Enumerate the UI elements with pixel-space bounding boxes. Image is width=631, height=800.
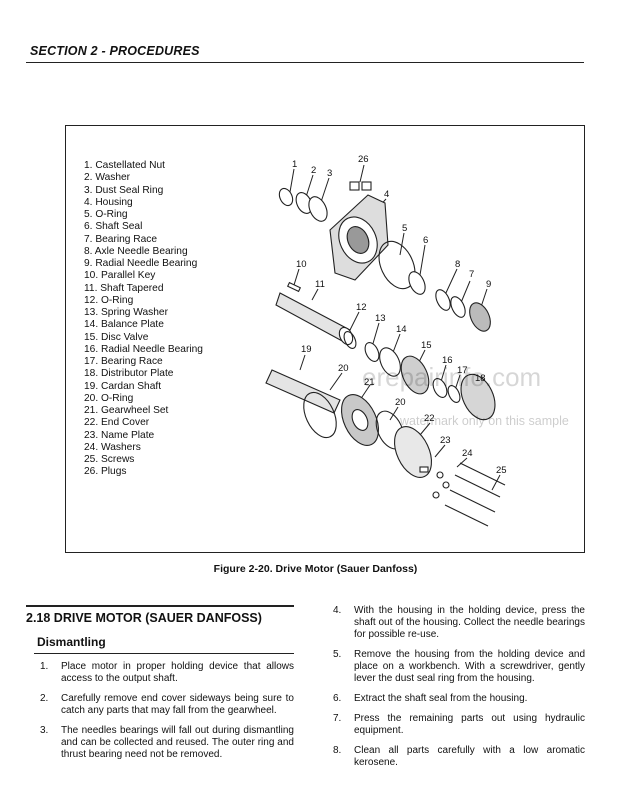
subsection-heading: Dismantling (37, 635, 106, 649)
step-text: Clean all parts carefully with a low aro… (354, 745, 585, 768)
callout-label: 6 (423, 235, 428, 246)
step-number: 2. (40, 693, 49, 704)
parts-list-item: 9. Radial Needle Bearing (84, 258, 198, 269)
exploded-view-drawing: 1 2 3 26 4 5 6 8 7 9 10 11 12 13 14 15 1… (265, 154, 507, 527)
callout-label: 9 (486, 279, 491, 290)
parts-list-item: 1. Castellated Nut (84, 160, 165, 171)
parts-list-item: 17. Bearing Race (84, 356, 163, 367)
callout-label: 12 (356, 302, 367, 313)
step-number: 7. (333, 713, 342, 724)
callout-label: 22 (424, 413, 435, 424)
parts-list-item: 23. Name Plate (84, 429, 155, 441)
callout-label: 14 (396, 324, 407, 335)
parts-list-item: 3. Dust Seal Ring (84, 184, 164, 196)
parts-list-item: 20. O-Ring (84, 392, 134, 404)
procedure-step: 7. Press the remaining parts out using hy… (333, 713, 585, 737)
step-number: 3. (40, 725, 49, 736)
parts-list: 1. Castellated Nut 2. Washer 3. Dust Sea… (84, 160, 203, 479)
procedure-step: 2. Carefully remove end cover sideways be… (40, 693, 294, 717)
callout-label: 8 (455, 259, 460, 270)
procedure-step: 6. Extract the shaft seal from the housin… (333, 693, 585, 705)
parts-list-item: 10. Parallel Key (84, 270, 156, 282)
procedure-step: 3. The needles bearings will fall out dur… (40, 725, 294, 761)
step-number: 8. (333, 745, 342, 756)
figure-frame (65, 125, 585, 553)
section-header: SECTION 2 - PROCEDURES (30, 44, 200, 58)
procedure-step: 1. Place motor in proper holding device t… (40, 661, 294, 685)
parts-list-item: 12. O-Ring (84, 294, 134, 306)
callout-label: 25 (496, 465, 507, 476)
callout-label: 1 (292, 159, 297, 170)
callout-label: 10 (296, 259, 307, 270)
section-heading: 2.18 DRIVE MOTOR (SAUER DANFOSS) (26, 611, 262, 625)
callout-label: 20 (338, 363, 349, 374)
callout-label: 13 (375, 313, 386, 324)
parts-list-item: 8. Axle Needle Bearing (84, 245, 188, 257)
parts-list-item: 26. Plugs (84, 466, 127, 478)
step-text: The needles bearings will fall out durin… (61, 725, 294, 760)
callout-label: 19 (301, 344, 312, 355)
procedure-steps-left: 1. Place motor in proper holding device t… (40, 661, 294, 769)
callout-label: 23 (440, 435, 451, 446)
section-header-rule (26, 62, 584, 63)
parts-list-item: 5. O-Ring (84, 209, 128, 220)
step-number: 6. (333, 693, 342, 704)
step-number: 4. (333, 605, 342, 616)
step-text: Extract the shaft seal from the housing. (354, 693, 528, 704)
callout-label: 18 (475, 373, 486, 384)
parts-list-item: 18. Distributor Plate (84, 368, 174, 380)
callout-label: 2 (311, 165, 316, 176)
callout-label: 11 (315, 279, 325, 290)
section-heading-rule (26, 605, 294, 607)
parts-list-item: 21. Gearwheel Set (84, 405, 169, 416)
procedure-step: 8. Clean all parts carefully with a low a… (333, 745, 585, 769)
parts-list-item: 24. Washers (84, 441, 141, 453)
parts-list-item: 25. Screws (84, 454, 135, 465)
callout-label: 16 (442, 355, 453, 366)
parts-list-item: 15. Disc Valve (84, 331, 149, 343)
procedure-step: 5. Remove the housing from the holding de… (333, 649, 585, 685)
callout-label: 21 (364, 377, 375, 388)
callout-label: 4 (384, 189, 389, 200)
step-number: 5. (333, 649, 342, 660)
step-text: Press the remaining parts out using hydr… (354, 713, 585, 736)
parts-list-item: 4. Housing (84, 196, 133, 208)
step-number: 1. (40, 661, 49, 672)
step-text: Remove the housing from the holding devi… (354, 649, 585, 684)
callout-label: 15 (421, 340, 432, 351)
callout-label: 7 (469, 269, 474, 280)
subsection-heading-rule (34, 653, 294, 654)
callout-label: 5 (402, 223, 407, 234)
step-text: Place motor in proper holding device tha… (61, 661, 294, 684)
callout-label: 17 (457, 365, 468, 376)
parts-list-item: 13. Spring Washer (84, 307, 168, 318)
callout-label: 26 (358, 154, 369, 165)
callout-label: 24 (462, 448, 473, 459)
parts-list-item: 16. Radial Needle Bearing (84, 343, 203, 355)
step-text: With the housing in the holding device, … (354, 605, 585, 640)
parts-list-item: 6. Shaft Seal (84, 221, 143, 233)
watermark: erepairinfo.com (362, 362, 542, 392)
parts-list-item: 14. Balance Plate (84, 319, 164, 331)
callout-label: 3 (327, 168, 332, 179)
procedure-steps-right: 4. With the housing in the holding device… (333, 605, 585, 777)
step-text: Carefully remove end cover sideways bein… (61, 693, 294, 716)
callout-label: 20 (395, 397, 406, 408)
watermark-subtitle: watermark only on this sample (400, 414, 569, 428)
parts-list-item: 11. Shaft Tapered (84, 282, 164, 294)
parts-list-item: 22. End Cover (84, 417, 150, 429)
procedure-step: 4. With the housing in the holding device… (333, 605, 585, 641)
parts-list-item: 7. Bearing Race (84, 233, 158, 245)
parts-list-item: 19. Cardan Shaft (84, 380, 162, 392)
figure-caption: Figure 2-20. Drive Motor (Sauer Danfoss) (213, 563, 418, 575)
parts-list-item: 2. Washer (84, 172, 131, 184)
